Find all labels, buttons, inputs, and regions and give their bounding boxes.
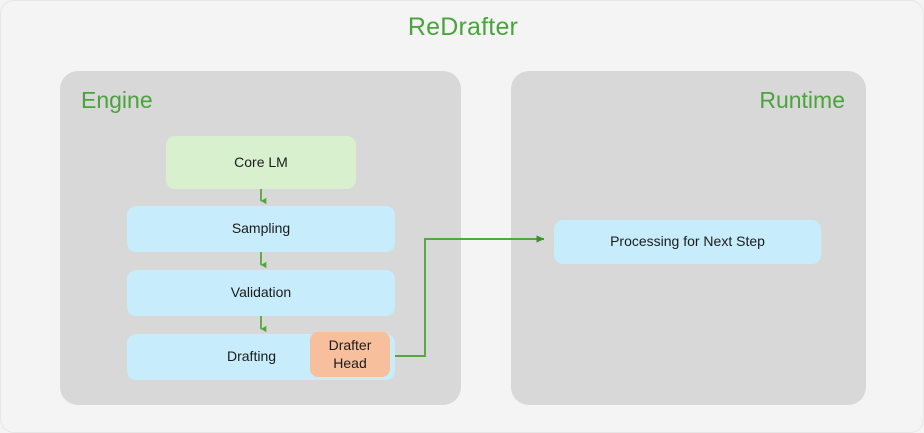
node-drafter-head-label-line2: Head: [333, 354, 367, 371]
node-processing-label: Processing for Next Step: [610, 233, 765, 250]
diagram-title: ReDrafter: [407, 13, 519, 41]
node-drafter-head-label-line1: Drafter: [328, 337, 372, 353]
node-drafting-label: Drafting: [227, 348, 277, 365]
node-processing[interactable]: Processing for Next Step: [554, 220, 821, 264]
node-validation[interactable]: Validation: [127, 270, 395, 316]
node-core-lm-label: Core LM: [234, 153, 288, 170]
node-sampling[interactable]: Sampling: [127, 206, 395, 252]
node-core-lm[interactable]: Core LM: [166, 136, 356, 189]
node-validation-label: Validation: [230, 284, 292, 301]
panel-engine-label: Engine: [81, 87, 153, 113]
node-sampling-label: Sampling: [231, 220, 291, 237]
panel-runtime-label: Runtime: [759, 87, 845, 113]
node-drafter-head[interactable]: Drafter Head: [310, 332, 390, 377]
